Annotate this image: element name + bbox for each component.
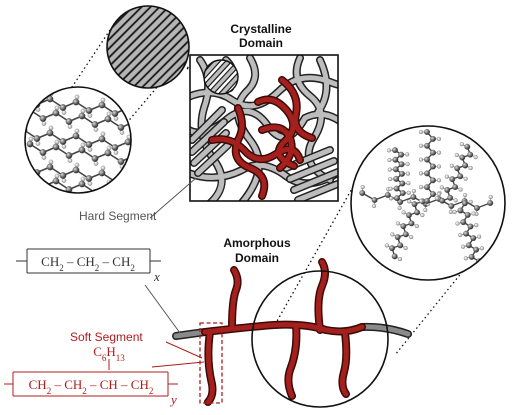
soft-formula-leader-line [151,361,205,368]
hard-segment-formula: CH2 – CH2 – CH2 x [16,248,161,284]
crystalline-leader-line [149,177,197,219]
zoom-circle-branched-molecule [350,125,506,281]
amorphous-label-line2: Domain [235,251,279,265]
hard-subscript: x [153,269,160,284]
zoom-circle-zigzag-chains [24,86,132,194]
crystalline-label-line2: Domain [239,36,283,50]
soft-subscript: y [169,392,177,407]
hard-repeat-unit: CH2 – CH2 – CH2 [41,254,135,273]
soft-substituent: C6H13 [93,344,125,363]
hard-segment-label: Hard Segment [79,209,157,223]
amorphous-label-line1: Amorphous [223,236,291,250]
soft-segment-label: Soft Segment [70,330,143,344]
crystallite-highlight-circle [203,59,239,95]
soft-segment-formula: C6H13 CH2 – CH2 – CH – CH2 y [4,344,178,407]
soft-segment-selection-box [199,322,223,404]
crystalline-domain-box [189,54,339,202]
soft-repeat-unit: CH2 – CH2 – CH – CH2 [29,377,154,396]
soft-segment-leader-line [165,341,203,359]
crystalline-label-line1: Crystalline [230,22,292,36]
copolymer-chain [172,258,412,406]
zoom-circle-amorphous [251,270,389,408]
hard-segment-leader-line [144,284,181,334]
